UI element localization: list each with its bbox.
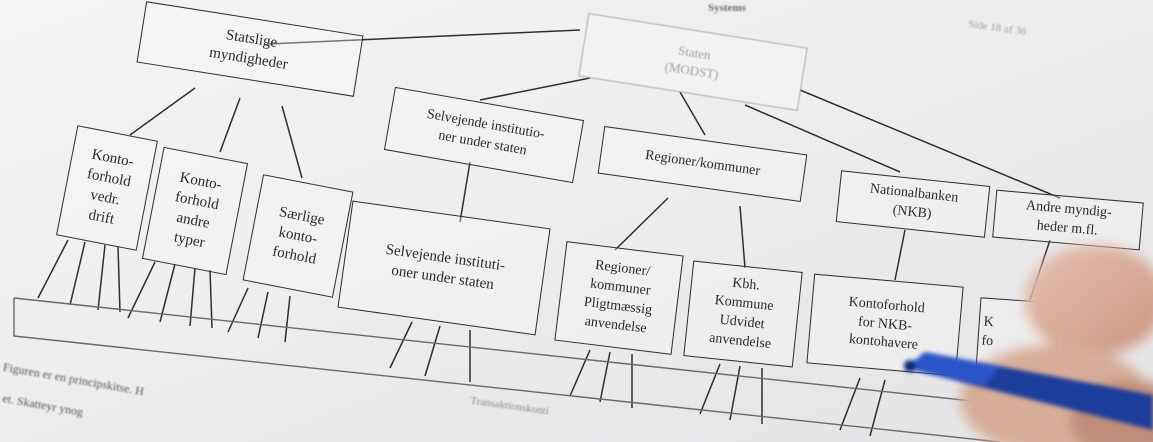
box-kontoforhold-nkb: Kontoforhold for NKB- kontohavere bbox=[806, 273, 964, 377]
box-regioner-pligtmaessig: Regioner/ kommuner Pligtmæssig anvendels… bbox=[554, 241, 684, 355]
box-kbh-kommune: Kbh. Kommune Udvidet anvendelse bbox=[683, 260, 803, 368]
header-top-text: Systems bbox=[708, 2, 746, 14]
box-partial-right: K fo bbox=[975, 297, 1061, 373]
